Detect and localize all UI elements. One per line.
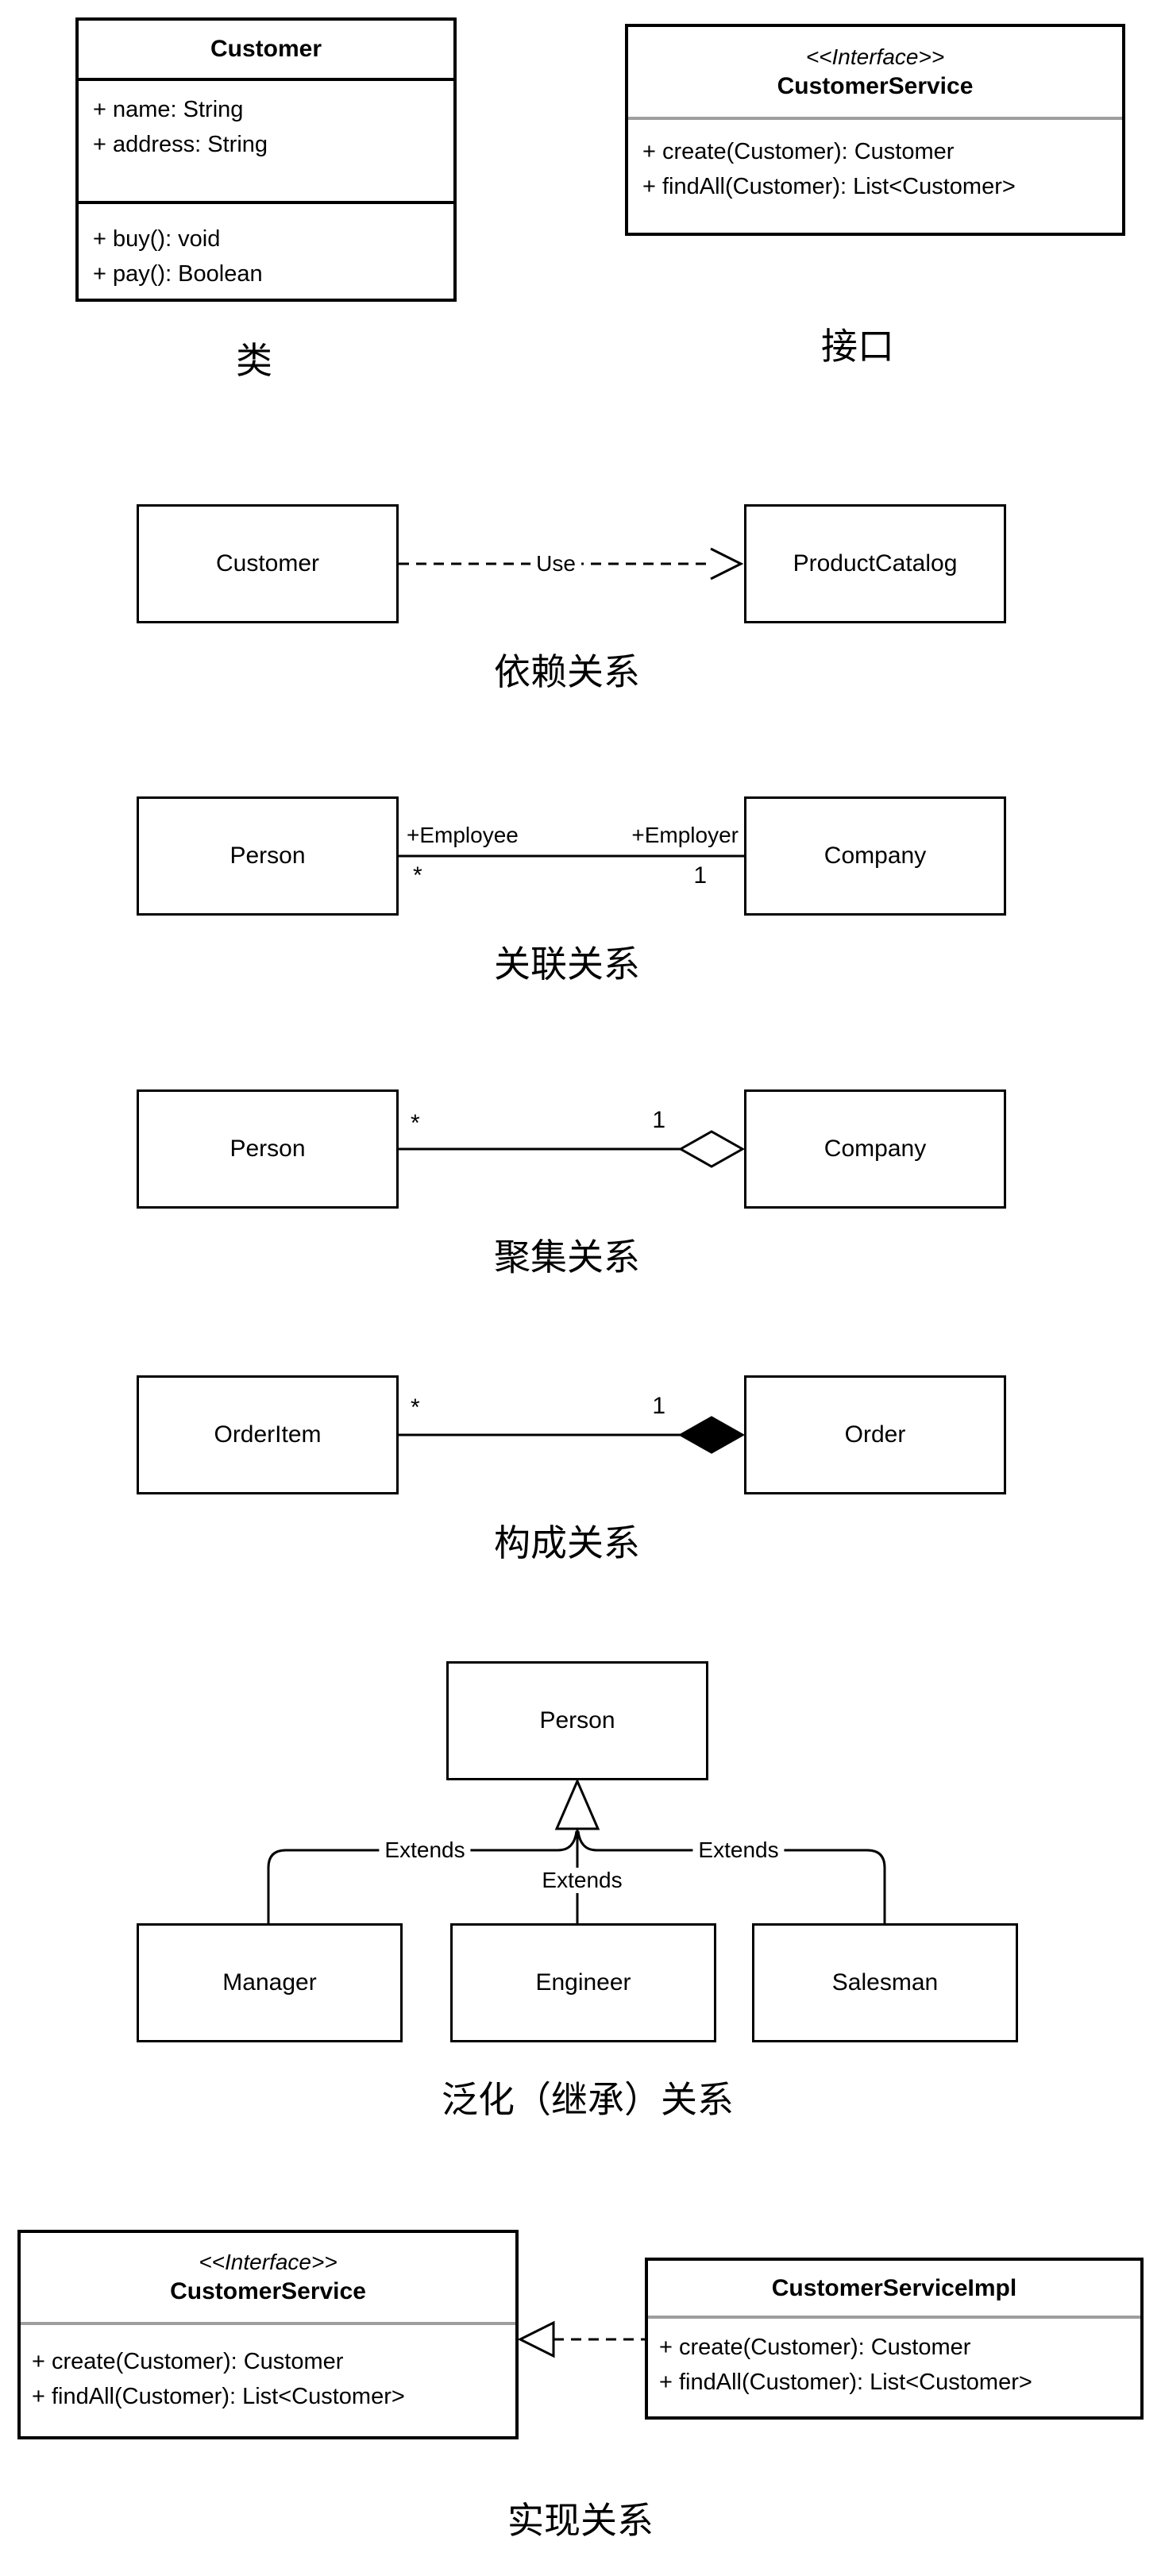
realization-interface-box: <<Interface>> CustomerService + create(C… xyxy=(17,2230,519,2439)
aggregation-source-multiplicity: * xyxy=(411,1110,420,1136)
class-divider-methods xyxy=(79,201,453,204)
association-target-role: +Employer xyxy=(631,823,739,847)
composition-source-box: OrderItem xyxy=(137,1375,399,1494)
class-method: + buy(): void xyxy=(93,226,221,252)
caption-aggregation: 聚集关系 xyxy=(494,1236,640,1278)
generalization-child-label: Salesman xyxy=(831,1969,939,1996)
realization-interface-divider xyxy=(21,2322,515,2325)
composition-source-label: OrderItem xyxy=(214,1421,322,1448)
realization-interface-stereotype: <<Interface>> xyxy=(199,2250,338,2274)
aggregation-hollow-diamond xyxy=(677,1130,746,1168)
association-target-multiplicity: 1 xyxy=(693,862,707,889)
class-divider-attributes xyxy=(79,78,453,81)
association-source-role: +Employee xyxy=(407,823,519,847)
interface-box-customerservice: <<Interface>> CustomerService + create(C… xyxy=(625,24,1125,236)
aggregation-source-box: Person xyxy=(137,1089,399,1209)
generalization-child-label: Engineer xyxy=(535,1969,631,1996)
realization-implementation-box: CustomerServiceImpl + create(Customer): … xyxy=(645,2258,1144,2420)
interface-divider xyxy=(628,117,1122,120)
caption-class: 类 xyxy=(236,340,272,381)
class-methods-compartment: + buy(): void + pay(): Boolean xyxy=(79,204,453,299)
class-box-customer: Customer + name: String + address: Strin… xyxy=(75,17,457,302)
realization-interface-method: + create(Customer): Customer xyxy=(32,2349,344,2374)
realization-implementation-method: + create(Customer): Customer xyxy=(659,2335,971,2360)
interface-method: + findAll(Customer): List<Customer> xyxy=(642,174,1016,199)
realization-interface-title-compartment: <<Interface>> CustomerService xyxy=(21,2233,515,2322)
generalization-parent-box: Person xyxy=(446,1661,708,1780)
association-target-label: Company xyxy=(824,843,927,869)
composition-target-multiplicity: 1 xyxy=(652,1393,665,1419)
use-label: Use xyxy=(530,551,581,577)
interface-method: + create(Customer): Customer xyxy=(642,139,955,164)
realization-implementation-method: + findAll(Customer): List<Customer> xyxy=(659,2370,1032,2395)
caption-composition: 构成关系 xyxy=(494,1522,640,1564)
dependency-target-label: ProductCatalog xyxy=(793,550,958,577)
extends-label-middle: Extends xyxy=(536,1868,628,1893)
caption-association: 关联关系 xyxy=(494,943,640,985)
extends-label-right: Extends xyxy=(692,1838,785,1863)
generalization-child-box-engineer: Engineer xyxy=(450,1923,716,2042)
aggregation-target-box: Company xyxy=(744,1089,1006,1209)
dependency-target-box: ProductCatalog xyxy=(744,504,1006,623)
aggregation-target-label: Company xyxy=(824,1136,927,1162)
association-source-multiplicity: * xyxy=(413,862,422,889)
generalization-triangle xyxy=(554,1778,600,1830)
aggregation-target-multiplicity: 1 xyxy=(652,1107,665,1133)
composition-target-label: Order xyxy=(844,1421,906,1448)
generalization-child-box-manager: Manager xyxy=(137,1923,403,2042)
class-title: Customer xyxy=(210,36,322,62)
generalization-child-label: Manager xyxy=(222,1969,317,1996)
extends-label-left: Extends xyxy=(379,1838,471,1863)
composition-target-box: Order xyxy=(744,1375,1006,1494)
class-attribute: + address: String xyxy=(93,132,268,157)
interface-stereotype: <<Interface>> xyxy=(805,44,945,69)
composition-filled-diamond xyxy=(677,1416,746,1454)
realization-interface-methods: + create(Customer): Customer + findAll(C… xyxy=(21,2325,515,2436)
association-source-label: Person xyxy=(230,843,306,869)
realization-interface-method: + findAll(Customer): List<Customer> xyxy=(32,2384,405,2409)
class-title-compartment: Customer xyxy=(79,21,453,78)
dependency-arrowhead xyxy=(710,547,744,580)
realization-implementation-title: CustomerServiceImpl xyxy=(771,2274,1017,2301)
realization-implementation-title-compartment: CustomerServiceImpl xyxy=(648,2261,1140,2316)
dependency-source-box: Customer xyxy=(137,504,399,623)
composition-source-multiplicity: * xyxy=(411,1394,420,1421)
generalization-parent-label: Person xyxy=(539,1707,615,1733)
interface-methods-compartment: + create(Customer): Customer + findAll(C… xyxy=(628,120,1122,233)
caption-generalization: 泛化（继承）关系 xyxy=(442,2079,734,2120)
realization-implementation-methods: + create(Customer): Customer + findAll(C… xyxy=(648,2319,1140,2416)
realization-implementation-divider xyxy=(648,2316,1140,2319)
class-attributes-compartment: + name: String + address: String xyxy=(79,81,453,201)
class-attribute: + name: String xyxy=(93,97,244,122)
caption-dependency: 依赖关系 xyxy=(494,651,640,692)
association-target-box: Company xyxy=(744,796,1006,916)
association-source-box: Person xyxy=(137,796,399,916)
interface-title: CustomerService xyxy=(777,72,974,99)
class-method: + pay(): Boolean xyxy=(93,261,263,287)
dependency-source-label: Customer xyxy=(215,550,320,577)
generalization-child-box-salesman: Salesman xyxy=(752,1923,1018,2042)
realization-interface-title: CustomerService xyxy=(170,2278,366,2304)
realization-triangle xyxy=(517,2320,555,2358)
aggregation-source-label: Person xyxy=(230,1136,306,1162)
caption-realization: 实现关系 xyxy=(507,2500,654,2541)
caption-interface: 接口 xyxy=(821,326,894,367)
interface-title-compartment: <<Interface>> CustomerService xyxy=(628,27,1122,117)
